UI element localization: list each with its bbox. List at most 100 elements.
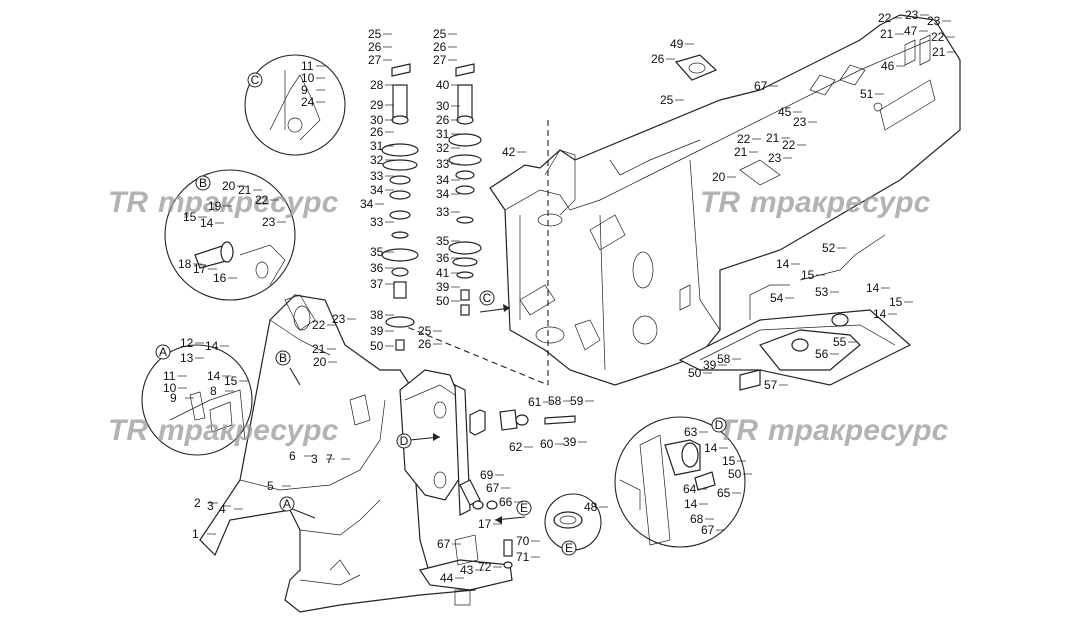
watermark-text: тракресурс: [158, 414, 339, 447]
part-number-label: 34: [436, 187, 450, 201]
part-number-label: 14: [684, 497, 698, 511]
part-number-label: 10: [163, 381, 177, 395]
part-number-label: 27: [433, 53, 447, 67]
watermark-text: тракресурс: [158, 186, 339, 219]
part-number-label: 17: [193, 262, 207, 276]
part-number-label: 53: [815, 285, 829, 299]
callout-letter-circle: [279, 496, 295, 512]
part-number-label: 21: [932, 45, 946, 59]
part-number-label: 39: [436, 280, 450, 294]
part-number-label: 36: [370, 261, 384, 275]
part-number-label: 41: [436, 266, 450, 280]
part-number-label: 14: [200, 216, 214, 230]
part-number-label: 30: [436, 99, 450, 113]
part-number-label: 48: [584, 500, 598, 514]
part-number-label: 33: [436, 157, 450, 171]
part-number-label: 21: [734, 145, 748, 159]
part-number-label: 23: [927, 14, 941, 28]
part-number-label: 56: [815, 347, 829, 361]
part-number-label: 55: [833, 335, 847, 349]
part-number-label: 72: [478, 560, 492, 574]
part-number-label: 30: [370, 113, 384, 127]
part-number-label: 8: [210, 384, 217, 398]
part-number-label: 32: [436, 141, 450, 155]
part-number-label: 22: [255, 193, 269, 207]
part-number-label: 50: [728, 467, 742, 481]
part-number-label: 11: [301, 59, 314, 73]
part-number-label: 20: [222, 179, 236, 193]
watermark-logo: TR: [108, 186, 148, 219]
part-number-label: 46: [881, 59, 895, 73]
part-number-label: 67: [701, 523, 715, 537]
part-number-label: 21: [238, 183, 252, 197]
part-number-label: 5: [267, 479, 274, 493]
part-number-label: 21: [312, 342, 326, 356]
part-number-label: 31: [436, 127, 450, 141]
callout-letter: D: [715, 418, 724, 432]
rear-axle-support: [678, 234, 912, 391]
part-number-label: 27: [368, 53, 382, 67]
callout-letter: E: [565, 541, 573, 555]
part-number-label: 44: [440, 571, 454, 585]
part-number-label: 20: [313, 355, 327, 369]
part-number-label: 1: [192, 527, 199, 541]
part-number-label: 26: [368, 40, 382, 54]
detail-a: [141, 344, 253, 456]
detail-b: [164, 169, 296, 301]
watermark-logo: TR: [718, 414, 758, 447]
part-number-label: 25: [660, 93, 674, 107]
callout-letter: A: [283, 497, 291, 511]
kingpin-stack-right: [448, 63, 482, 316]
part-number-label: 22: [737, 132, 751, 146]
part-number-label: 61: [528, 395, 542, 409]
part-number-label: 33: [436, 205, 450, 219]
part-number-label: 6: [289, 449, 296, 463]
part-number-label: 28: [370, 78, 384, 92]
part-number-label: 69: [480, 468, 494, 482]
part-number-label: 17: [478, 517, 492, 531]
part-number-label: 42: [502, 145, 516, 159]
part-number-label: 16: [213, 271, 227, 285]
callout-letter: A: [159, 345, 167, 359]
rear-frame: [389, 14, 961, 386]
part-number-label: 20: [712, 170, 726, 184]
callout-letter-circle: [195, 175, 211, 191]
watermark-text: тракресурс: [768, 414, 949, 447]
part-number-label: 66: [499, 495, 513, 509]
lower-bracket-assembly: [399, 369, 513, 606]
part-number-label: 71: [516, 550, 530, 564]
part-number-label: 39: [563, 435, 577, 449]
watermark-logo: TR: [700, 186, 740, 219]
part-number-label: 26: [436, 113, 450, 127]
part-number-label: 13: [180, 351, 194, 365]
callout-letter-circle: [516, 500, 532, 516]
part-number-label: 38: [370, 308, 384, 322]
callout-letter-circle: [396, 433, 412, 449]
part-number-label: 58: [548, 394, 562, 408]
part-number-label: 22: [782, 138, 796, 152]
part-number-label: 14: [207, 369, 221, 383]
part-number-label: 22: [878, 11, 892, 25]
part-number-label: 15: [183, 210, 197, 224]
part-number-label: 49: [670, 37, 684, 51]
part-number-label: 26: [651, 52, 665, 66]
part-number-label: 26: [418, 337, 432, 351]
part-number-label: 26: [370, 125, 384, 139]
part-number-label: 26: [433, 40, 447, 54]
part-number-label: 23: [332, 312, 346, 326]
callout-letter: C: [483, 291, 492, 305]
part-number-label: 70: [516, 534, 530, 548]
part-number-label: 31: [370, 139, 384, 153]
part-number-label: 35: [370, 245, 384, 259]
part-number-label: 12: [180, 336, 194, 350]
part-number-label: 25: [433, 27, 447, 41]
part-number-label: 67: [754, 79, 768, 93]
part-number-label: 2: [194, 496, 201, 510]
part-number-label: 9: [301, 83, 308, 97]
part-number-label: 51: [860, 87, 874, 101]
part-number-label: 23: [262, 215, 276, 229]
part-number-label: 50: [436, 294, 450, 308]
